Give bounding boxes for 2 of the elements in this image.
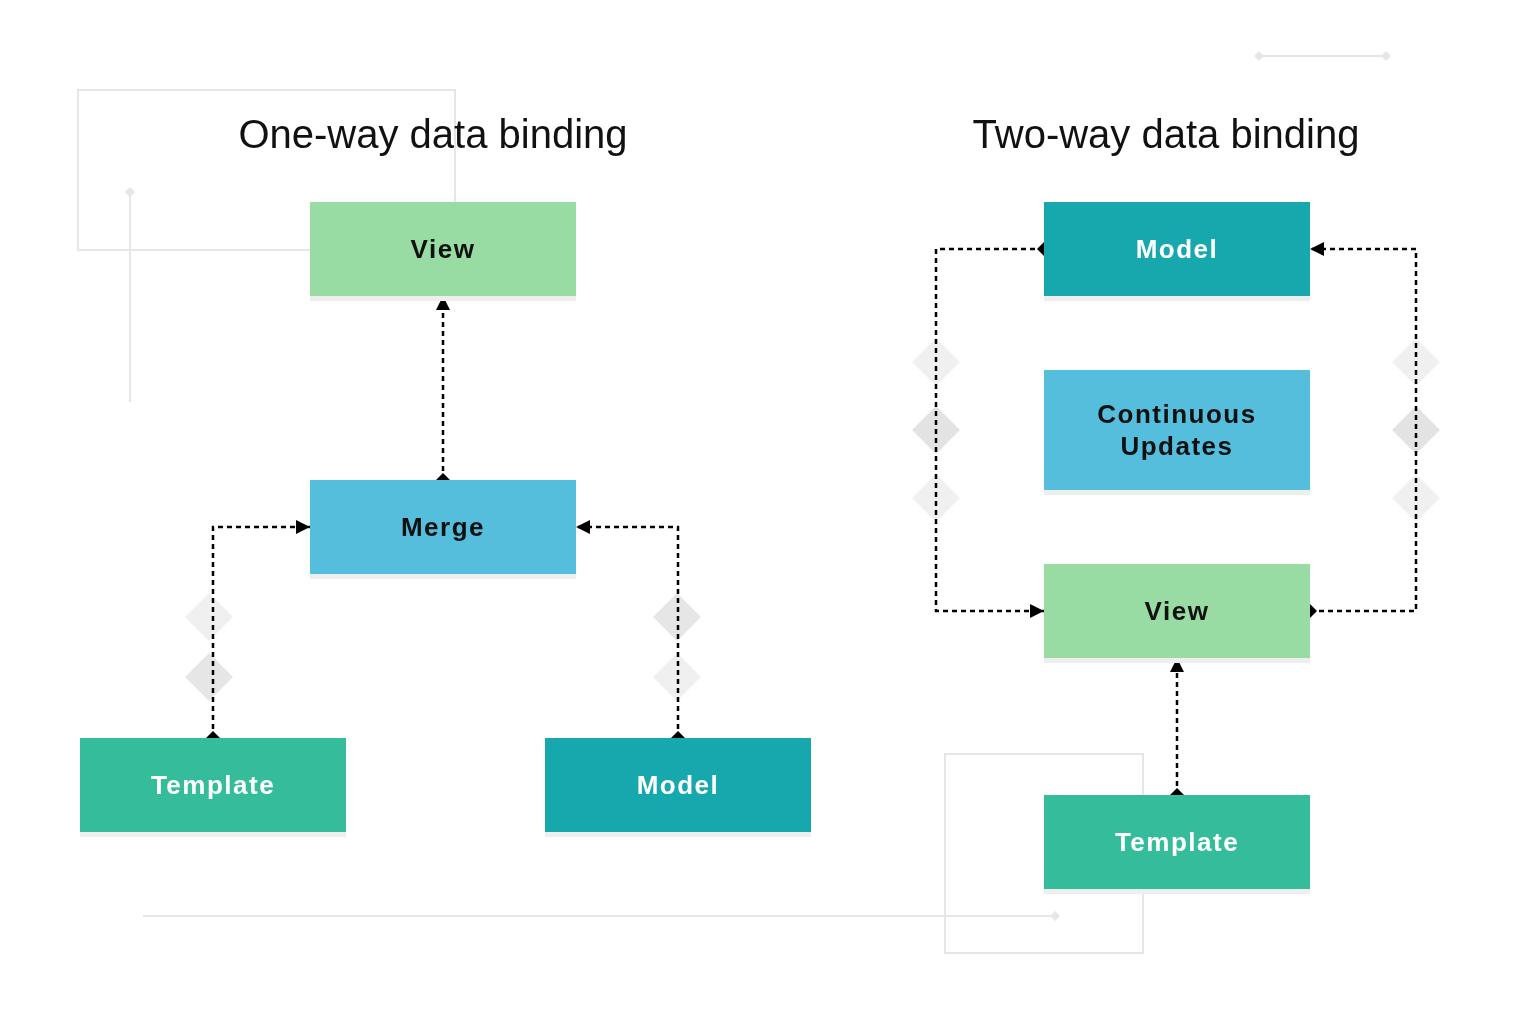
diagram-heading: Two-way data binding [972,112,1360,157]
diagram-heading: One-way data binding [238,112,628,157]
